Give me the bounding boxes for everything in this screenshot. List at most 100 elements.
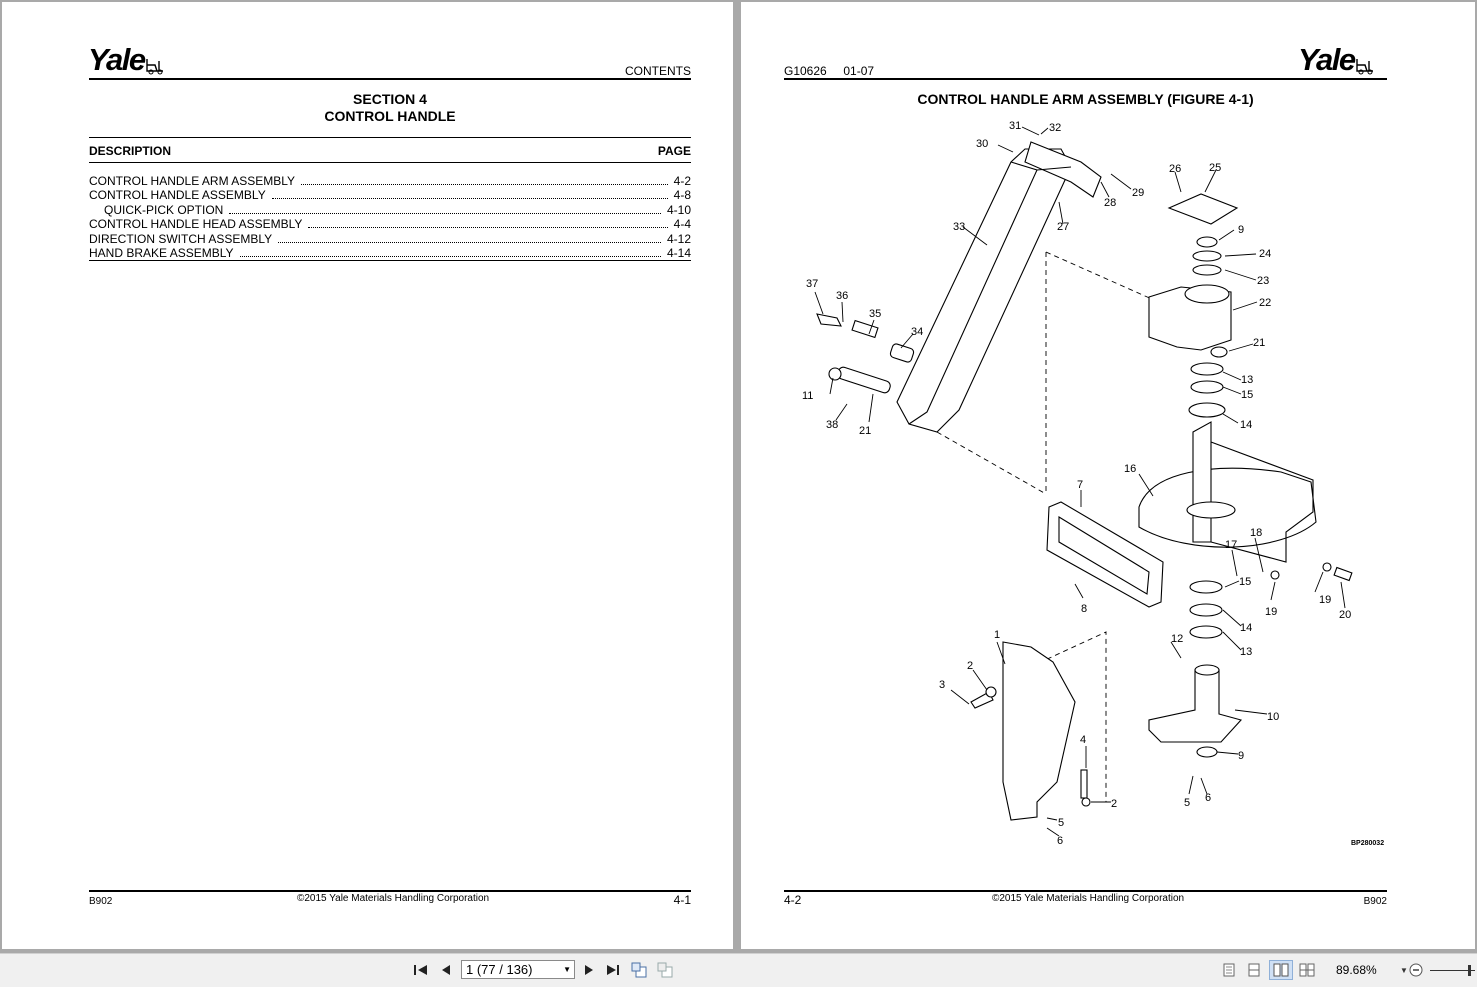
toc-page-number: 4-4 xyxy=(673,217,691,231)
callout-37: 37 xyxy=(806,278,818,290)
toc-bottom-rule xyxy=(89,260,691,261)
yale-logo-right: Yale xyxy=(1298,44,1377,75)
col-description: DESCRIPTION xyxy=(89,144,172,158)
callout-21: 21 xyxy=(1253,337,1265,349)
toc-row[interactable]: CONTROL HANDLE ARM ASSEMBLY 4-2 xyxy=(89,173,691,188)
callout-8: 8 xyxy=(1081,603,1087,615)
callout-13: 13 xyxy=(1240,646,1252,658)
bushing-21 xyxy=(828,367,842,381)
callout-14: 14 xyxy=(1240,419,1252,431)
post-10 xyxy=(1148,669,1243,743)
callout-32: 32 xyxy=(1049,122,1061,134)
zoom-slider-thumb[interactable] xyxy=(1468,965,1471,976)
bushing-34 xyxy=(889,343,915,363)
toc-label: CONTROL HANDLE ASSEMBLY xyxy=(89,188,266,202)
toc-row[interactable]: HAND BRAKE ASSEMBLY 4-14 xyxy=(89,245,691,260)
footer-rule xyxy=(89,890,691,892)
toc-row[interactable]: CONTROL HANDLE ASSEMBLY 4-8 xyxy=(89,187,691,202)
callout-23: 23 xyxy=(1257,275,1269,287)
viewer-toolbar: 1 (77 / 136)▼ 89.68% ▼ xyxy=(0,953,1477,987)
callout-15: 15 xyxy=(1239,576,1251,588)
toc-header-rule xyxy=(89,162,691,163)
toc-label: QUICK-PICK OPTION xyxy=(104,203,224,217)
doc-code: G10626 01-07 xyxy=(784,64,875,78)
callout-25: 25 xyxy=(1209,162,1221,174)
callout-28: 28 xyxy=(1104,197,1116,209)
callout-29: 29 xyxy=(1132,187,1144,199)
pin-37 xyxy=(816,313,842,327)
toc-row[interactable]: QUICK-PICK OPTION 4-10 xyxy=(89,202,691,217)
col-page: PAGE xyxy=(657,144,691,158)
toc-page-number: 4-14 xyxy=(666,246,691,260)
callout-26: 26 xyxy=(1169,163,1181,175)
callout-6: 6 xyxy=(1205,792,1211,804)
zoom-out-icon[interactable] xyxy=(1406,960,1426,980)
toc-leader-dots xyxy=(308,227,668,228)
callout-18: 18 xyxy=(1250,527,1262,539)
toc-label: CONTROL HANDLE ARM ASSEMBLY xyxy=(89,174,296,188)
callout-21: 21 xyxy=(859,425,871,437)
callout-11: 11 xyxy=(802,390,813,402)
callout-9: 9 xyxy=(1238,224,1244,236)
callout-4: 4 xyxy=(1080,734,1086,746)
first-page-icon[interactable] xyxy=(411,960,431,980)
continuous-icon[interactable] xyxy=(1244,960,1264,980)
callout-12: 12 xyxy=(1171,633,1183,645)
header-rule xyxy=(89,78,691,80)
toc-page-number: 4-2 xyxy=(673,174,691,188)
single-page-icon[interactable] xyxy=(1219,960,1239,980)
frame-7 xyxy=(1046,501,1164,608)
callout-5: 5 xyxy=(1184,797,1190,809)
header-contents: CONTENTS xyxy=(625,64,691,78)
continuous-facing-icon[interactable] xyxy=(1297,960,1317,980)
callout-1: 1 xyxy=(994,629,1000,641)
toc-leader-dots xyxy=(239,256,661,257)
header-rule xyxy=(784,78,1387,80)
callout-3: 3 xyxy=(939,679,945,691)
section-subtitle: CONTROL HANDLE xyxy=(324,108,456,124)
figure-title: CONTROL HANDLE ARM ASSEMBLY (FIGURE 4-1) xyxy=(917,91,1254,107)
left-document-page: Yale CONTENTS SECTION 4 CONTROL HANDLE D… xyxy=(2,2,733,949)
cover-1 xyxy=(1002,641,1076,821)
toc-label: HAND BRAKE ASSEMBLY xyxy=(89,246,234,260)
callout-9: 9 xyxy=(1238,750,1244,762)
footer-copyright: ©2015 Yale Materials Handling Corporatio… xyxy=(297,893,490,904)
previous-page-icon[interactable] xyxy=(436,960,456,980)
footer-left: B902 xyxy=(89,896,113,907)
page-number-select[interactable]: 1 (77 / 136)▼ xyxy=(461,960,575,979)
section-title: SECTION 4 xyxy=(353,91,427,107)
callout-6: 6 xyxy=(1057,835,1063,847)
pin-38 xyxy=(837,366,891,394)
toc-leader-dots xyxy=(271,198,668,199)
callout-20: 20 xyxy=(1339,609,1351,621)
callout-24: 24 xyxy=(1259,248,1271,260)
forklift-icon xyxy=(1355,59,1373,75)
next-page-icon[interactable] xyxy=(579,960,599,980)
footer-right: B902 xyxy=(1363,896,1387,907)
callout-38: 38 xyxy=(826,419,838,431)
last-page-icon[interactable] xyxy=(603,960,623,980)
toc-page-number: 4-10 xyxy=(666,203,691,217)
toc-leader-dots xyxy=(301,184,668,185)
logo-text: Yale xyxy=(1298,42,1356,77)
yale-logo: Yale xyxy=(88,44,167,75)
figure-code: BP280032 xyxy=(1351,840,1384,847)
callout-17: 17 xyxy=(1225,539,1237,551)
callout-15: 15 xyxy=(1241,389,1253,401)
rotate-icon[interactable] xyxy=(629,960,649,980)
page-indicator-text: 1 (77 / 136) xyxy=(466,962,533,977)
callout-16: 16 xyxy=(1124,463,1136,475)
footer-copyright: ©2015 Yale Materials Handling Corporatio… xyxy=(992,893,1185,904)
zoom-level: 89.68% xyxy=(1336,963,1377,977)
zoom-dropdown-icon[interactable]: ▼ xyxy=(1400,965,1408,975)
callout-13: 13 xyxy=(1241,374,1253,386)
zoom-slider[interactable] xyxy=(1430,970,1475,971)
copy-icon[interactable] xyxy=(655,960,675,980)
facing-icon[interactable] xyxy=(1269,960,1293,980)
callout-34: 34 xyxy=(911,326,923,338)
spring-35 xyxy=(851,319,879,339)
logo-text: Yale xyxy=(88,42,146,77)
toc-page-number: 4-8 xyxy=(673,188,691,202)
